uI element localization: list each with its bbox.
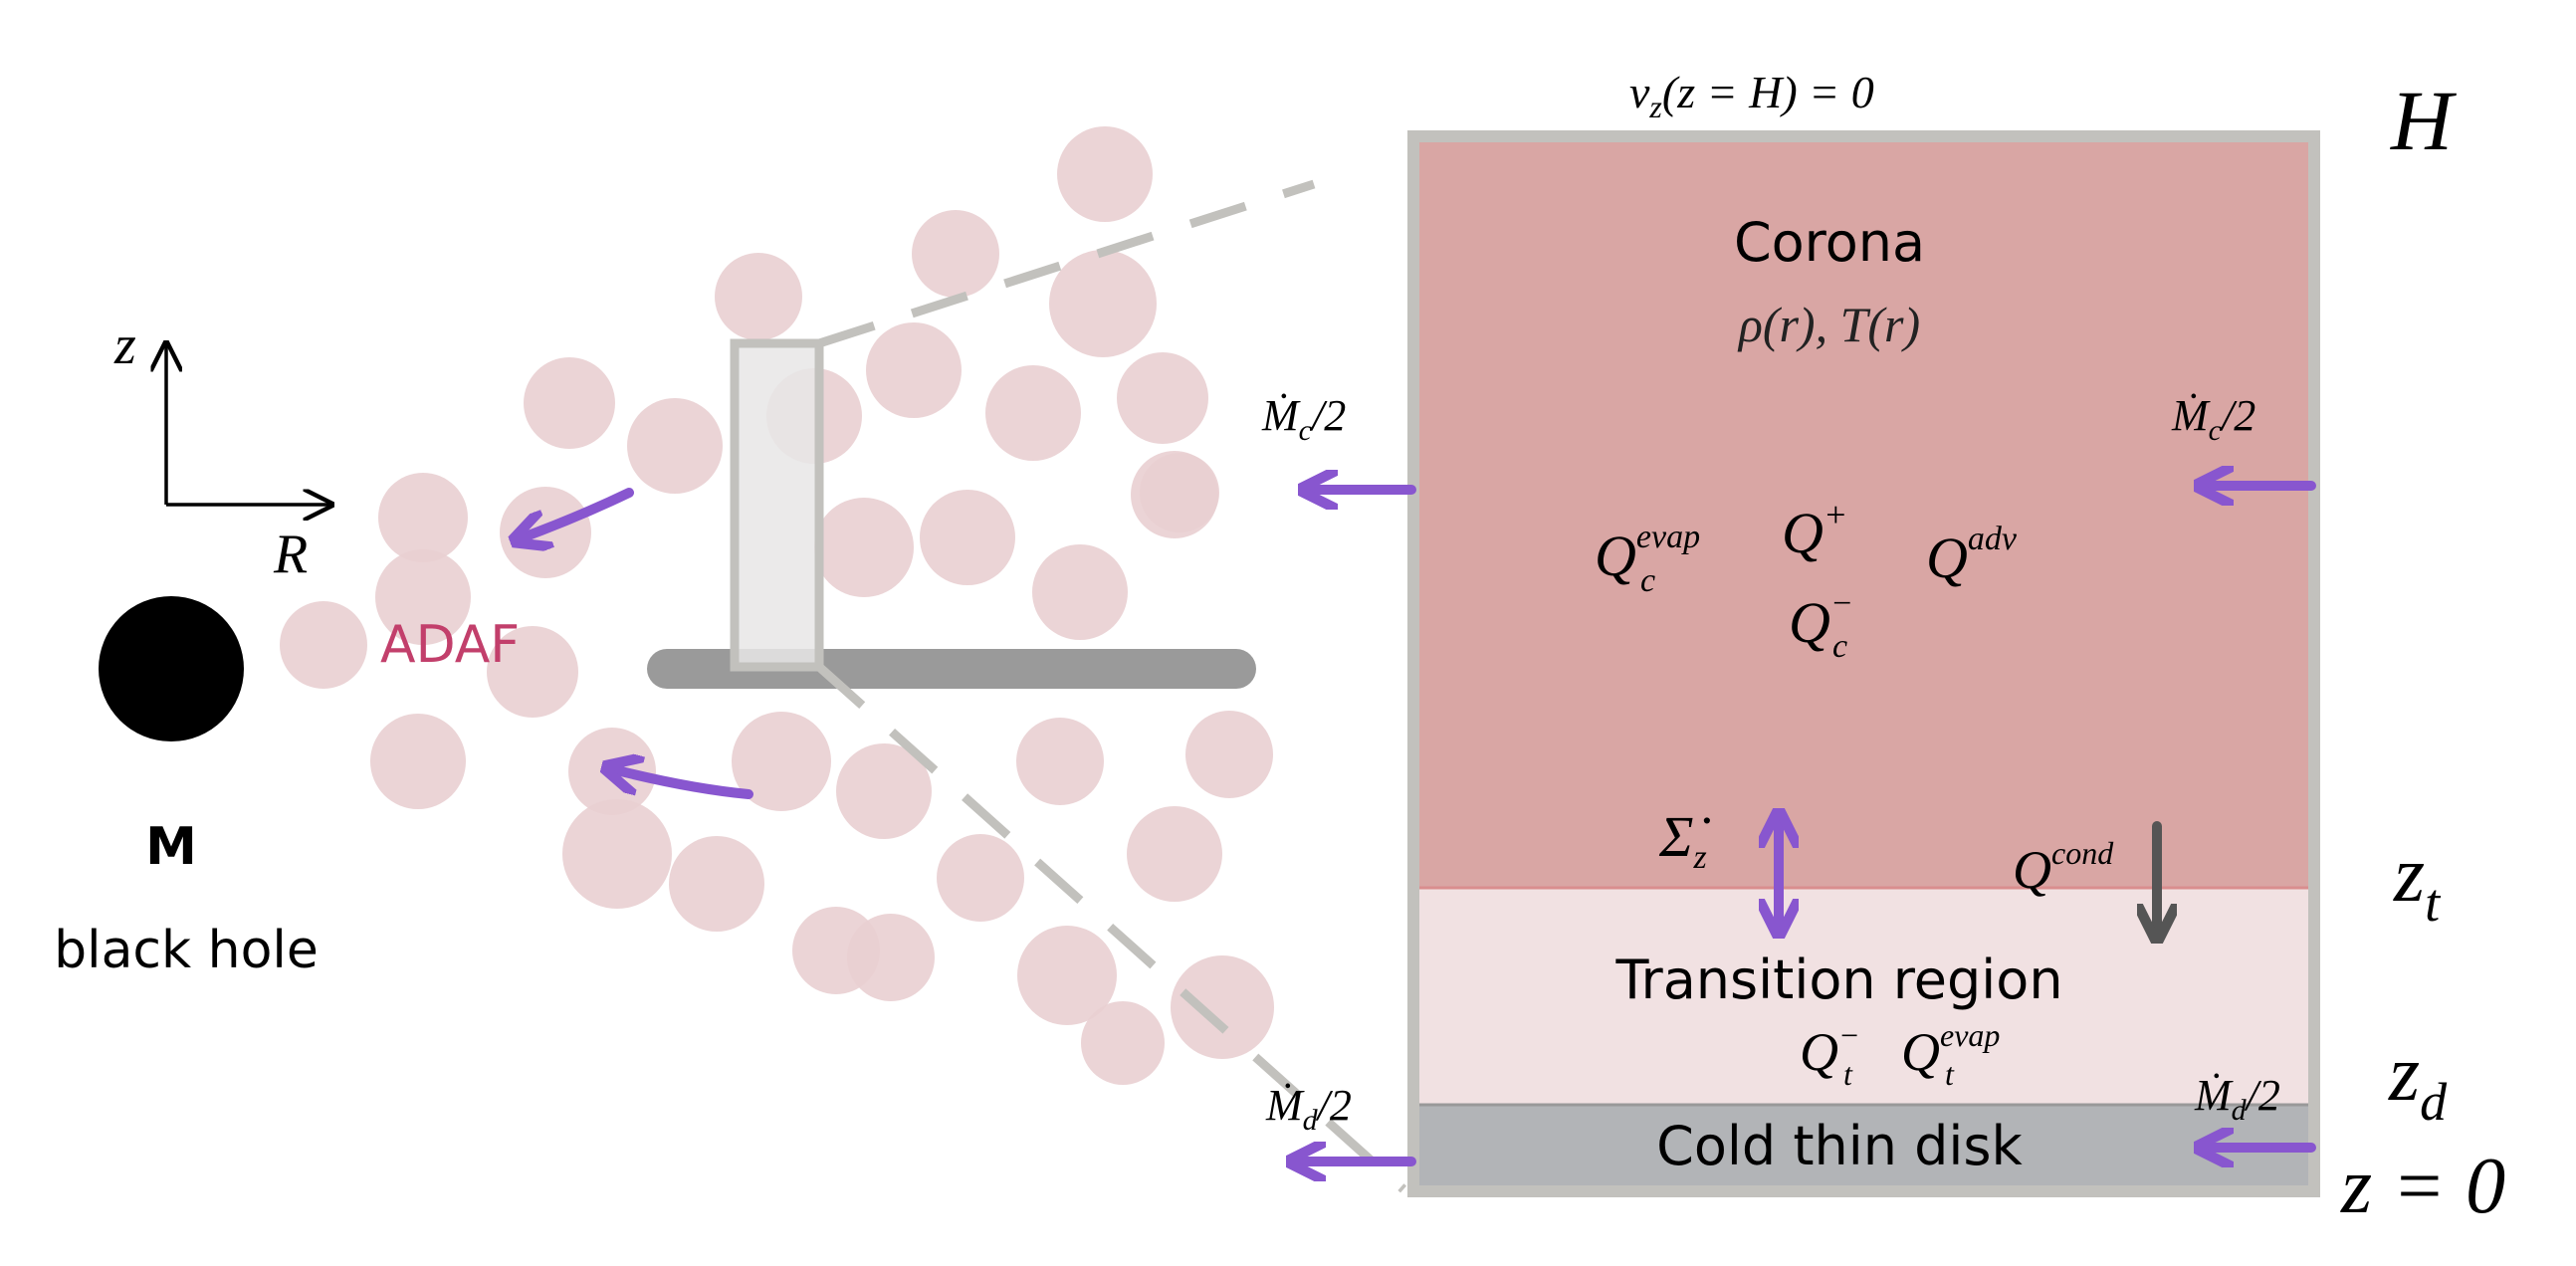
adaf-cloud bbox=[280, 126, 1274, 1085]
adaf-blob bbox=[280, 601, 367, 689]
adaf-blob bbox=[1049, 250, 1157, 357]
axis-r-label: R bbox=[273, 524, 308, 585]
boundary-condition: vz(z = H) = 0 bbox=[1629, 67, 1874, 124]
box-frame bbox=[1407, 130, 2320, 1197]
adaf-blob bbox=[1171, 955, 1274, 1059]
adaf-blob bbox=[985, 365, 1081, 461]
adaf-blob bbox=[370, 714, 466, 809]
adaf-label: ADAF bbox=[380, 615, 520, 675]
transition-title: Transition region bbox=[1614, 949, 2062, 1011]
adaf-blob bbox=[847, 914, 935, 1001]
adaf-blob bbox=[487, 626, 578, 718]
black-hole bbox=[99, 596, 244, 741]
coordinate-axes: z R bbox=[113, 315, 331, 585]
height-zt-label: zt bbox=[2393, 831, 2442, 933]
adaf-inflow-arrow-upper bbox=[518, 488, 634, 539]
corona-title: Corona bbox=[1734, 211, 1925, 274]
height-zd-label: zd bbox=[2388, 1030, 2448, 1132]
vertical-structure-box bbox=[1407, 130, 2320, 1197]
q-minus-t-sub: t bbox=[1843, 1056, 1853, 1092]
adaf-blob bbox=[1185, 711, 1273, 798]
q-evap-c-sub: c bbox=[1640, 562, 1655, 599]
q-minus-c-sub: c bbox=[1832, 628, 1847, 665]
mc-left-label: Ṁc/2 bbox=[1261, 391, 1346, 447]
adaf-blob bbox=[920, 490, 1015, 585]
q-evap-t-label: Qevap bbox=[1901, 1017, 2000, 1082]
black-hole-mass-label: M bbox=[145, 817, 197, 877]
adaf-blob bbox=[627, 398, 723, 494]
adaf-blob bbox=[1127, 806, 1222, 902]
adaf-blob bbox=[1117, 352, 1208, 444]
adaf-blob bbox=[1081, 1001, 1165, 1085]
adaf-blob bbox=[378, 473, 468, 562]
adaf-blob bbox=[524, 357, 615, 449]
adaf-blob bbox=[912, 210, 999, 298]
md-left-label: Ṁd/2 bbox=[1265, 1081, 1352, 1137]
adaf-inflow-arrow-lower bbox=[609, 768, 753, 799]
adaf-blob bbox=[562, 799, 672, 909]
height-h-label: H bbox=[2390, 73, 2457, 168]
disk-layer bbox=[1413, 1105, 2314, 1191]
adaf-blob bbox=[375, 549, 471, 645]
height-z0-label: z = 0 bbox=[2340, 1143, 2505, 1230]
adaf-blob bbox=[732, 712, 831, 811]
adaf-blob bbox=[814, 498, 914, 597]
corona-layer bbox=[1413, 136, 2314, 888]
adaf-blob bbox=[937, 834, 1024, 922]
q-plus-label: Q+ bbox=[1782, 495, 1847, 565]
q-minus-t-label: Q− bbox=[1800, 1017, 1860, 1082]
q-cond-label: Qcond bbox=[2013, 835, 2114, 900]
adaf-blob bbox=[1032, 544, 1128, 640]
md-right-label: Ṁd/2 bbox=[2194, 1071, 2280, 1127]
zoom-line-bottom bbox=[816, 663, 1406, 1193]
zoom-line-top bbox=[817, 179, 1316, 348]
adaf-blob bbox=[836, 743, 932, 839]
disk-title: Cold thin disk bbox=[1656, 1115, 2023, 1177]
adaf-blob bbox=[715, 253, 802, 340]
mc-right-label: Ṁc/2 bbox=[2171, 391, 2255, 447]
adaf-blob bbox=[669, 836, 764, 932]
adaf-blob bbox=[866, 322, 962, 418]
adaf-blob bbox=[1057, 126, 1153, 222]
q-adv-label: Qadv bbox=[1926, 521, 2018, 590]
adaf-blob bbox=[1016, 718, 1104, 805]
q-evap-t-sub: t bbox=[1945, 1056, 1955, 1092]
adaf-blob bbox=[1140, 453, 1219, 532]
zoom-column bbox=[730, 338, 824, 672]
q-minus-c-label: Q− bbox=[1789, 585, 1853, 655]
axis-z-label: z bbox=[113, 315, 136, 376]
corona-profile: ρ(r), T(r) bbox=[1737, 297, 1920, 352]
adaf-blob bbox=[1017, 926, 1117, 1025]
q-evap-c-label: Qevap bbox=[1595, 519, 1700, 588]
black-hole-caption: black hole bbox=[54, 921, 319, 980]
